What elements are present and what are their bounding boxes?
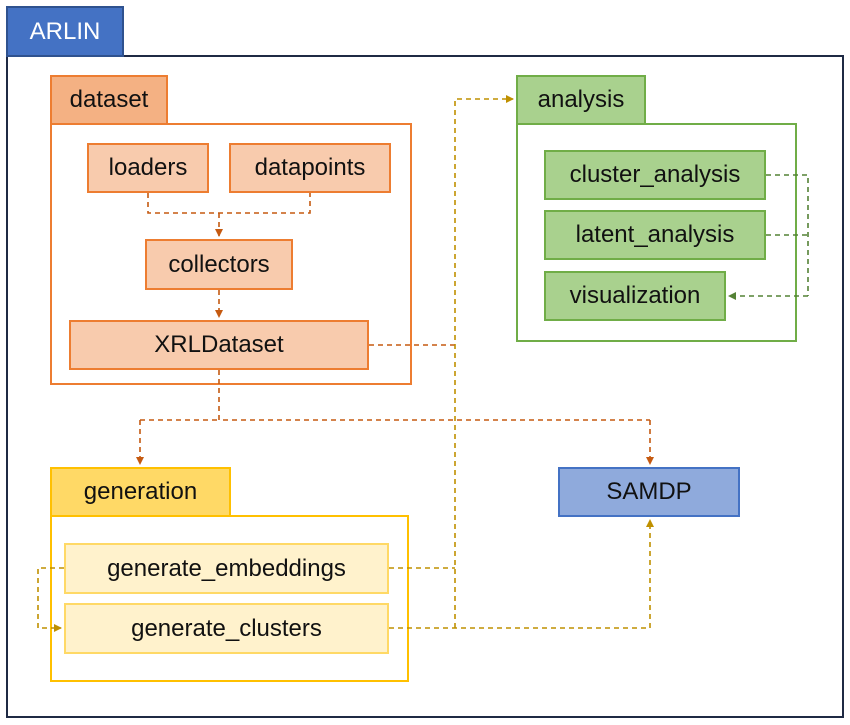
generate-embeddings-module: generate_embeddings [64, 543, 389, 594]
generate-clusters-module: generate_clusters [64, 603, 389, 654]
clusters-to-samdp-arrow [389, 519, 654, 629]
embeddings-to-clusters-arrow [37, 567, 64, 632]
datapoints-module: datapoints [229, 143, 391, 193]
dataset-group-frame [50, 123, 412, 385]
loaders-module: loaders [87, 143, 209, 193]
xrldataset-down-line [218, 370, 650, 421]
arlin-title-tab: ARLIN [6, 6, 124, 57]
xrldataset-module: XRLDataset [69, 320, 369, 370]
arlin-frame [6, 55, 844, 718]
xrldataset-to-generation-arrow [140, 419, 219, 464]
analysis-group-tab: analysis [516, 75, 646, 125]
collectors-module: collectors [145, 239, 293, 290]
generation-to-analysis-arrow [454, 95, 514, 628]
samdp-module: SAMDP [558, 467, 740, 517]
cluster-analysis-line [766, 174, 809, 296]
cluster-analysis-module: cluster_analysis [544, 150, 766, 200]
dataset-group-tab: dataset [50, 75, 168, 125]
visualization-module: visualization [544, 271, 726, 321]
analysis-group-frame [516, 123, 797, 342]
latent-analysis-module: latent_analysis [544, 210, 766, 260]
loaders-to-collectors-line [147, 193, 311, 214]
